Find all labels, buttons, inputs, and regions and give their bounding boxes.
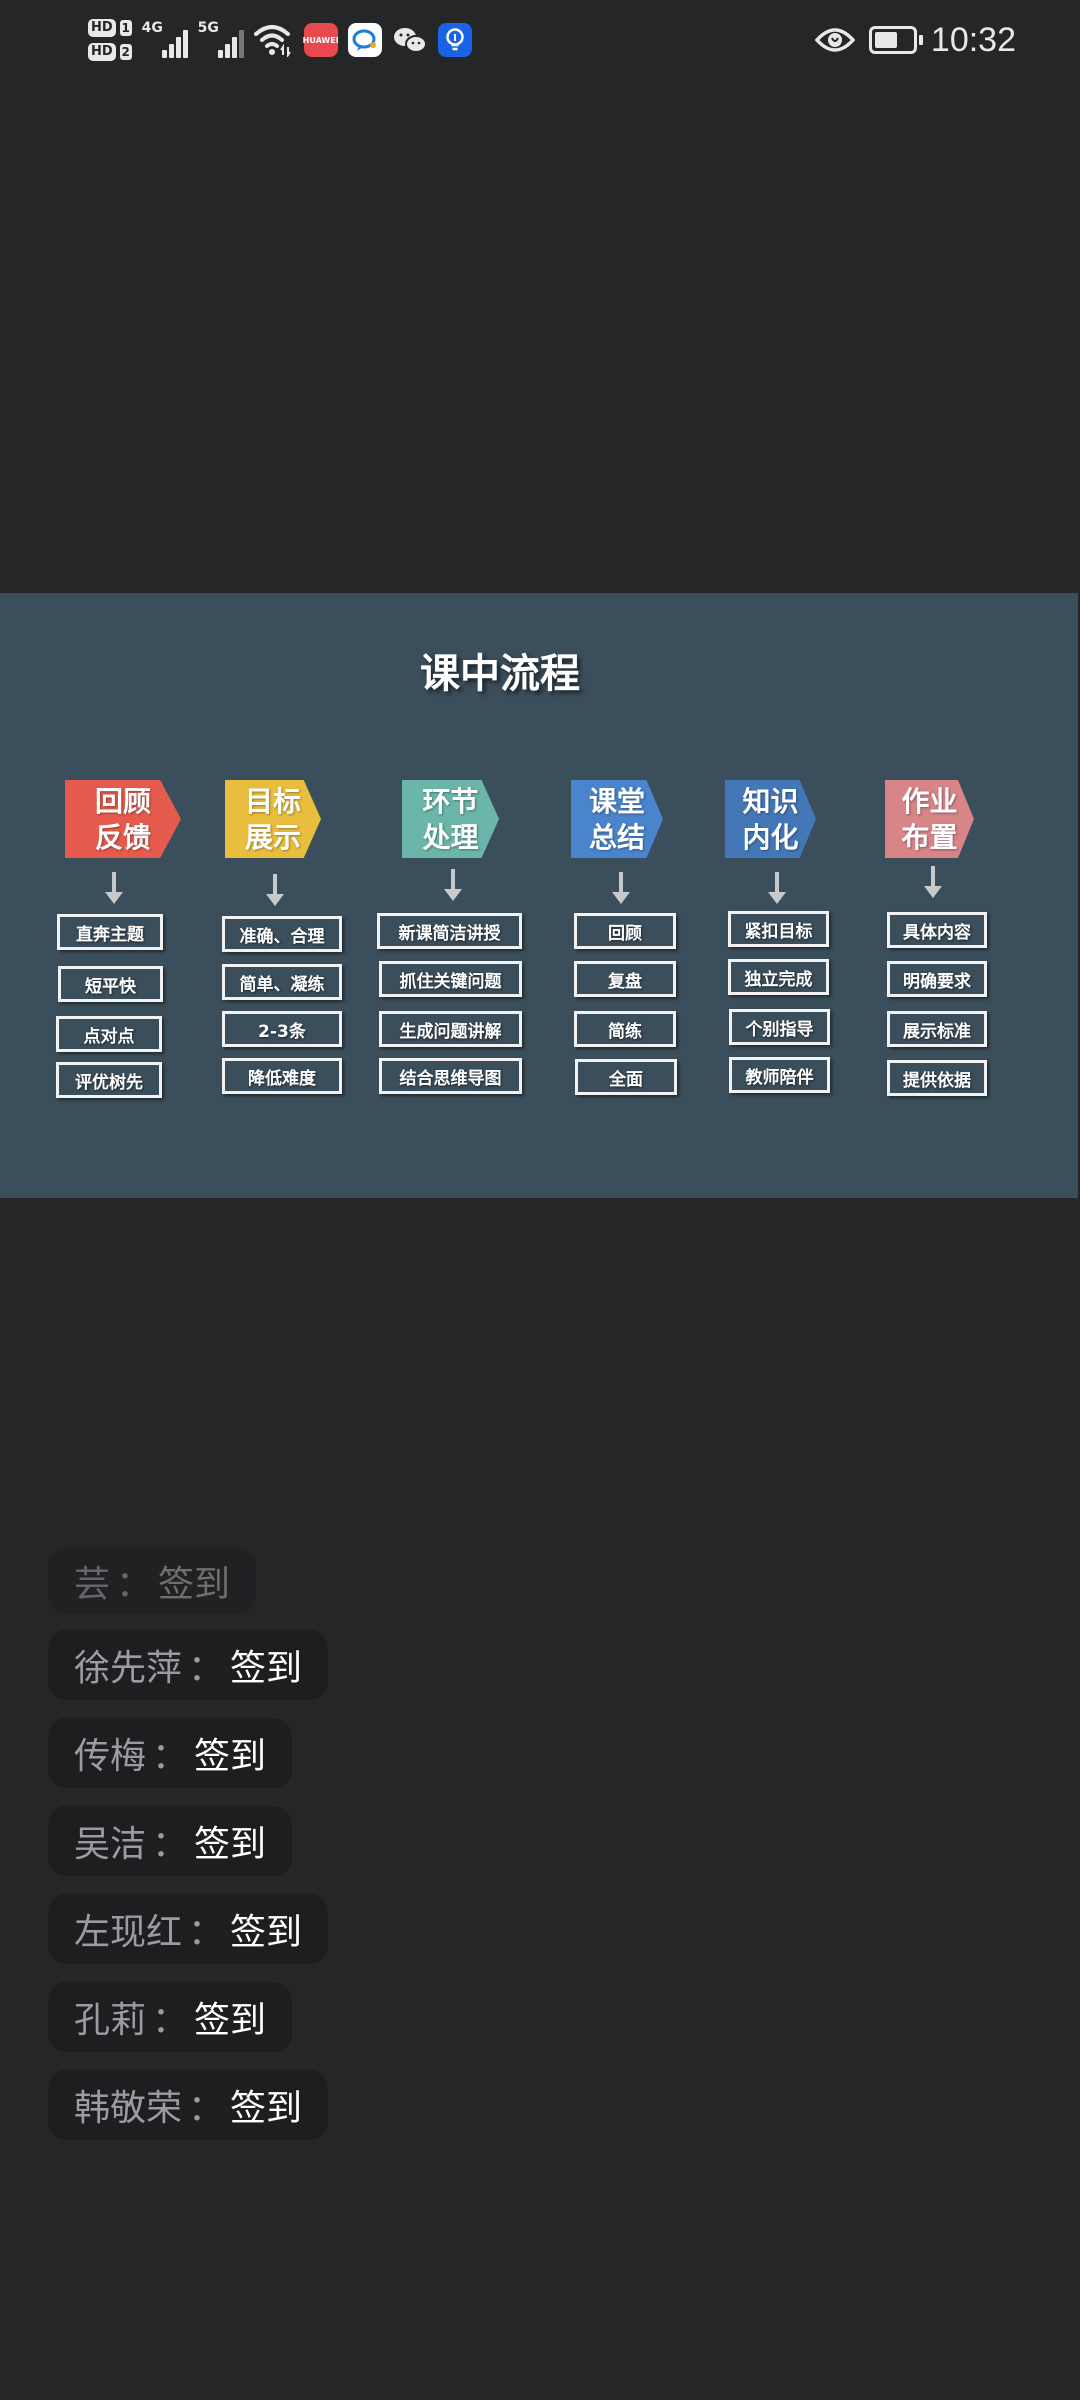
sender-name: 传梅 [74, 1736, 147, 1777]
hd-icon: HD [88, 43, 116, 61]
message-text: 签到 [194, 2000, 267, 2041]
step-item: 提供依据 [887, 1060, 987, 1096]
chat-message: 传梅：签到 [48, 1718, 293, 1788]
message-text: 签到 [194, 1736, 267, 1777]
step-header-3: 环节处理 [402, 780, 499, 858]
step-header-5: 知识内化 [725, 780, 816, 858]
step-item: 简练 [574, 1011, 676, 1047]
step-item: 简单、凝练 [222, 964, 342, 1000]
step-item: 生成问题讲解 [379, 1011, 522, 1047]
step-item: 教师陪伴 [729, 1057, 830, 1093]
lightbulb-app-icon [437, 23, 472, 57]
sender-name: 韩敬荣 [74, 2088, 183, 2129]
down-arrow-icon [768, 872, 786, 904]
message-text: 签到 [230, 1648, 303, 1689]
step-header-4: 课堂总结 [571, 780, 663, 858]
step-item: 新课简洁讲授 [377, 913, 522, 949]
hd-icon: HD [88, 19, 116, 37]
step-item: 个别指导 [729, 1009, 830, 1045]
step-item: 评优树先 [56, 1062, 162, 1098]
chat-message-list[interactable]: 芸：签到 徐先萍：签到 传梅：签到 吴洁：签到 左现红：签到 孔莉：签到 韩敬荣… [48, 1548, 329, 2140]
step-item: 具体内容 [887, 912, 987, 948]
step-header-6: 作业布置 [885, 780, 974, 858]
chat-message: 徐先萍：签到 [48, 1630, 329, 1700]
wechat-icon [393, 28, 427, 53]
step-item: 展示标准 [887, 1011, 987, 1047]
battery-icon [868, 26, 923, 54]
message-text: 签到 [230, 2088, 303, 2129]
step-header-2: 目标展示 [225, 780, 321, 858]
step-item: 点对点 [56, 1016, 162, 1052]
wifi-icon [253, 25, 291, 57]
step-item: 2-3条 [222, 1011, 342, 1047]
step-item: 回顾 [574, 913, 676, 949]
sim1-indicator: HD 1 [88, 19, 132, 37]
sim-indicators: HD 1 HD 2 [88, 19, 132, 61]
step-item: 直奔主题 [57, 914, 163, 950]
signal-4g-icon: 4G [142, 20, 188, 58]
step-item: 复盘 [574, 961, 676, 997]
clock: 10:32 [930, 20, 1016, 59]
step-item: 紧扣目标 [728, 911, 829, 947]
message-text: 签到 [158, 1564, 231, 1605]
step-item: 降低难度 [222, 1058, 342, 1094]
down-arrow-icon [105, 872, 123, 904]
step-item: 准确、合理 [222, 916, 342, 952]
signal-5g-icon: 5G [198, 20, 244, 58]
sender-name: 左现红 [74, 1912, 183, 1953]
status-bar: HD 1 HD 2 4G 5G HUAWEI [0, 0, 1080, 80]
sender-name: 芸 [74, 1564, 111, 1605]
step-item: 独立完成 [728, 959, 829, 995]
down-arrow-icon [924, 866, 942, 898]
chat-message: 韩敬荣：签到 [48, 2070, 329, 2140]
down-arrow-icon [444, 869, 462, 901]
sender-name: 吴洁 [74, 1824, 147, 1865]
message-text: 签到 [230, 1912, 303, 1953]
chat-message: 孔莉：签到 [48, 1982, 293, 2052]
chat-message: 芸：签到 [48, 1548, 257, 1614]
step-item: 抓住关键问题 [379, 961, 522, 997]
step-header-1: 回顾反馈 [65, 780, 181, 858]
status-bar-left: HD 1 HD 2 4G 5G HUAWEI [88, 10, 472, 70]
message-text: 签到 [194, 1824, 267, 1865]
chat-message: 左现红：签到 [48, 1894, 329, 1964]
sender-name: 孔莉 [74, 2000, 147, 2041]
sim2-indicator: HD 2 [88, 43, 132, 61]
eye-comfort-icon [814, 28, 855, 52]
shared-slide[interactable]: 课中流程 回顾反馈 直奔主题 短平快 点对点 评优树先 目标展示 准确、合理 简… [0, 593, 1078, 1198]
status-bar-right: 10:32 [814, 14, 1016, 66]
step-item: 结合思维导图 [379, 1058, 522, 1094]
down-arrow-icon [266, 874, 284, 906]
down-arrow-icon [612, 872, 630, 904]
sender-name: 徐先萍 [74, 1648, 183, 1689]
slide-title: 课中流程 [420, 651, 580, 697]
step-item: 全面 [575, 1059, 677, 1095]
chat-app-icon [347, 23, 382, 57]
huawei-appgallery-icon: HUAWEI [303, 23, 339, 57]
chat-message: 吴洁：签到 [48, 1806, 293, 1876]
step-item: 明确要求 [887, 961, 987, 997]
step-item: 短平快 [58, 966, 163, 1002]
